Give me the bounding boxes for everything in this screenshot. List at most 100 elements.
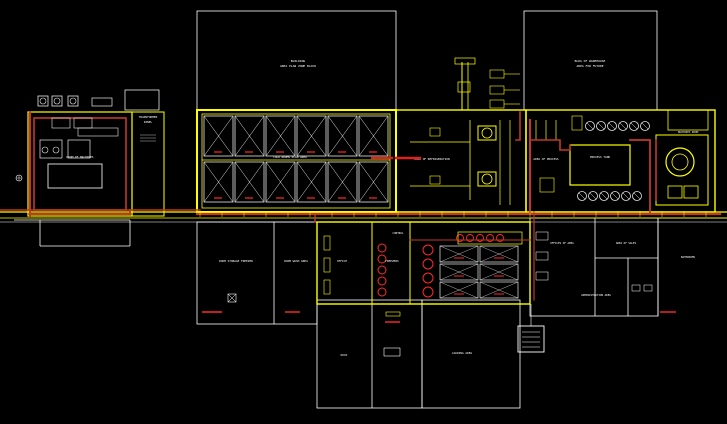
- mid-room-label: ROOM OF REFRIGERATION: [414, 157, 450, 161]
- right-lower-2-label: AREA OF SALES: [616, 241, 637, 245]
- lower-cell-brace: [479, 245, 519, 263]
- cold-rooms-label: COLD ROOMS PLAN AREA: [273, 155, 307, 159]
- tank: [585, 121, 595, 131]
- cold-cell: [296, 115, 327, 157]
- top-building-sub-label: AREA PLAN ZONE BLOCK: [280, 64, 316, 68]
- tank-mark: [597, 122, 605, 130]
- freezer-unit: [422, 244, 434, 256]
- tank-mark: [589, 192, 597, 200]
- cold-cell: [203, 161, 234, 203]
- tank: [596, 121, 606, 131]
- bottom-left-label: DOCK: [341, 353, 348, 357]
- lower-cell-brace: [439, 281, 479, 299]
- cold-cell-brace: [327, 115, 358, 157]
- freezer-unit: [377, 265, 387, 275]
- tank-mark: [622, 192, 630, 200]
- cold-cell: [265, 115, 296, 157]
- top-building-label: BUILDING: [291, 59, 306, 63]
- freezer-unit: [377, 276, 387, 286]
- cold-cell: [358, 115, 389, 157]
- lower-cell: [479, 281, 519, 299]
- pipe-markers: [199, 211, 707, 217]
- lower-left-details: [202, 293, 400, 323]
- lower-cell-brace: [479, 281, 519, 299]
- right-lower-1-label: OFFICES OF AREA: [550, 241, 574, 245]
- lower-cold-grid: [439, 245, 519, 299]
- lower-freezer-block: [316, 221, 531, 317]
- tank: [621, 191, 631, 201]
- cold-cell-brace: [358, 161, 389, 203]
- right-building-sub-label: AREA FOR FUTURE: [576, 64, 603, 68]
- cold-cell-brace: [265, 161, 296, 203]
- tank: [599, 191, 609, 201]
- cold-cell: [296, 161, 327, 203]
- lower-room-3-label: OFFICE: [337, 259, 347, 263]
- process-tank-label: PROCESS TANK: [590, 155, 611, 159]
- lower-cell: [479, 263, 519, 281]
- tank-mark: [619, 122, 627, 130]
- cold-rooms-block: [196, 109, 397, 213]
- cold-cell: [327, 161, 358, 203]
- process-area-label: AREA OF PROCESS: [533, 157, 559, 161]
- tank-mark: [630, 122, 638, 130]
- tank: [618, 121, 628, 131]
- tank-mark: [608, 122, 616, 130]
- tank-row-bottom: [577, 191, 642, 201]
- cold-cell: [265, 161, 296, 203]
- freezer-unit: [456, 234, 464, 242]
- cold-cell-brace: [358, 115, 389, 157]
- freezer-unit: [377, 287, 387, 297]
- cold-cell-brace: [203, 115, 234, 157]
- left-room-label: ROOM OF MACHINES: [67, 155, 94, 159]
- freezer-unit: [486, 234, 494, 242]
- tank: [588, 191, 598, 201]
- left-equipment-block: [15, 89, 165, 217]
- lower-cell-brace: [439, 263, 479, 281]
- lower-room-1-label: ROOM STORAGE FREEZER: [219, 259, 253, 263]
- freezer-unit: [466, 234, 474, 242]
- cold-cell-brace: [327, 161, 358, 203]
- right-process-label: MACHINES ROOM: [678, 130, 699, 134]
- tank-mark: [578, 192, 586, 200]
- lower-cell: [439, 245, 479, 263]
- right-building-label: BLDG OF WAREHOUSE: [575, 59, 606, 63]
- freezer-unit: [377, 243, 387, 253]
- cold-cell-brace: [234, 115, 265, 157]
- lower-cell: [479, 245, 519, 263]
- tank-row-top: [585, 121, 650, 131]
- cold-cell: [203, 115, 234, 157]
- tank-mark: [641, 122, 649, 130]
- tank: [629, 121, 639, 131]
- freezer-units: [377, 234, 504, 298]
- left-equipment-1-label: TRANSFORMER: [139, 115, 158, 119]
- cold-cell: [327, 115, 358, 157]
- tank: [577, 191, 587, 201]
- cold-cell-brace: [296, 115, 327, 157]
- lower-cell: [439, 263, 479, 281]
- cold-room-grid: [203, 115, 389, 203]
- cold-cell-brace: [234, 161, 265, 203]
- cold-cell-brace: [296, 161, 327, 203]
- freezer-unit: [476, 234, 484, 242]
- right-lower-details: [535, 231, 676, 313]
- tank: [640, 121, 650, 131]
- tank: [607, 121, 617, 131]
- tank-mark: [633, 192, 641, 200]
- lower-cell: [439, 281, 479, 299]
- lower-cell-brace: [439, 245, 479, 263]
- cold-cell: [234, 161, 265, 203]
- cold-cell-brace: [203, 161, 234, 203]
- lower-cell-brace: [479, 263, 519, 281]
- cold-cell-brace: [265, 115, 296, 157]
- tank-mark: [586, 122, 594, 130]
- freezer-unit: [422, 286, 434, 298]
- right-lower-3-label: BATHROOMS: [681, 255, 695, 259]
- freezer-unit: [377, 254, 387, 264]
- tank-mark: [611, 192, 619, 200]
- freezer-unit: [496, 234, 504, 242]
- freezer-unit: [422, 272, 434, 284]
- middle-area: [395, 57, 527, 213]
- left-equipment-2-label: PANEL: [144, 120, 153, 124]
